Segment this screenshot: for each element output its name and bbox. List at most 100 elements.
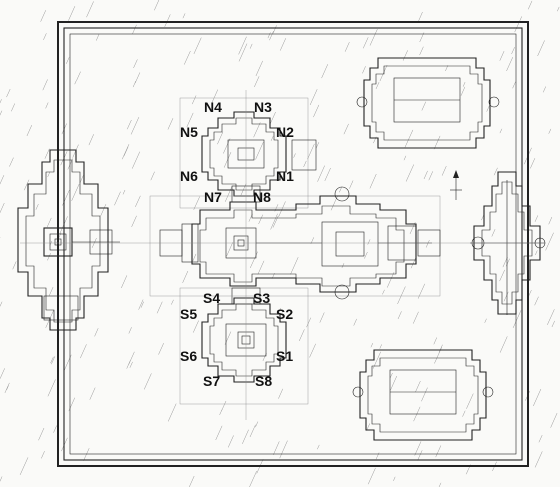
- texture-stroke: [132, 24, 137, 34]
- texture-stroke: [375, 81, 380, 90]
- texture-stroke: [253, 122, 261, 138]
- texture-stroke: [43, 33, 47, 41]
- texture-stroke: [158, 342, 164, 355]
- texture-stroke: [47, 252, 51, 261]
- texture-stroke: [134, 72, 141, 84]
- texture-stroke: [551, 320, 555, 328]
- texture-stroke: [35, 203, 39, 210]
- texture-stroke: [192, 253, 197, 262]
- texture-stroke: [542, 86, 547, 93]
- texture-stroke: [50, 356, 54, 364]
- texture-stroke: [484, 318, 487, 323]
- label-n8: N8: [253, 189, 271, 205]
- texture-stroke: [182, 13, 186, 19]
- texture-stroke: [68, 6, 76, 21]
- texture-stroke: [414, 441, 422, 456]
- texture-stroke: [404, 129, 414, 148]
- texture-stroke: [135, 195, 141, 208]
- northeast-library: [356, 57, 500, 149]
- label-n3: N3: [254, 99, 272, 115]
- texture-stroke: [223, 138, 231, 154]
- texture-stroke: [94, 328, 99, 337]
- texture-stroke: [462, 82, 466, 87]
- texture-stroke: [126, 119, 132, 130]
- texture-stroke: [86, 1, 94, 18]
- texture-stroke: [114, 191, 121, 206]
- texture-stroke: [122, 189, 126, 195]
- texture-stroke: [255, 60, 263, 77]
- texture-stroke: [550, 412, 558, 428]
- texture-stroke: [502, 257, 508, 268]
- texture-stroke: [433, 337, 438, 345]
- texture-stroke: [423, 170, 428, 180]
- texture-stroke: [349, 180, 354, 189]
- texture-stroke: [512, 310, 522, 329]
- texture-stroke: [80, 344, 87, 359]
- texture-stroke: [211, 89, 219, 103]
- texture-stroke: [272, 25, 277, 34]
- label-n2: N2: [276, 124, 294, 140]
- texture-stroke: [506, 56, 514, 72]
- texture-stroke: [319, 312, 325, 323]
- texture-stroke: [344, 41, 350, 52]
- texture-stroke: [121, 144, 130, 160]
- texture-stroke: [4, 382, 10, 394]
- texture-stroke: [249, 424, 256, 438]
- texture-stroke: [362, 66, 366, 74]
- texture-stroke: [45, 102, 49, 109]
- texture-stroke: [462, 410, 466, 417]
- texture-stroke: [26, 124, 33, 137]
- texture-stroke: [130, 116, 140, 135]
- texture-stroke: [51, 356, 56, 365]
- texture-stroke: [6, 385, 9, 390]
- texture-stroke: [379, 64, 388, 82]
- texture-stroke: [438, 482, 442, 487]
- texture-stroke: [324, 167, 331, 182]
- texture-stroke: [191, 95, 197, 105]
- texture-stroke: [167, 118, 174, 130]
- texture-stroke: [293, 153, 296, 158]
- texture-stroke: [133, 59, 138, 69]
- texture-stroke: [534, 215, 539, 222]
- label-s2: S2: [276, 306, 293, 322]
- texture-stroke: [493, 167, 498, 176]
- texture-stroke: [511, 46, 515, 55]
- label-n4: N4: [204, 99, 222, 115]
- texture-stroke: [131, 215, 137, 228]
- texture-stroke: [11, 103, 16, 112]
- texture-stroke: [226, 242, 234, 257]
- texture-stroke: [514, 16, 523, 33]
- texture-stroke: [150, 171, 155, 181]
- texture-stroke: [306, 317, 312, 328]
- texture-stroke: [362, 37, 369, 49]
- texture-stroke: [156, 301, 163, 314]
- texture-stroke: [48, 286, 54, 296]
- texture-stroke: [71, 183, 80, 202]
- texture-stroke: [89, 387, 96, 400]
- texture-stroke: [533, 388, 542, 407]
- texture-stroke: [121, 275, 128, 289]
- label-n5: N5: [180, 124, 198, 140]
- texture-stroke: [123, 146, 129, 157]
- texture-stroke: [0, 368, 5, 379]
- texture-stroke: [76, 71, 81, 81]
- texture-stroke: [386, 271, 395, 288]
- north-arrow-icon: [450, 170, 462, 200]
- texture-stroke: [417, 283, 426, 299]
- texture-stroke: [527, 0, 533, 10]
- texture-stroke: [538, 434, 543, 443]
- texture-stroke: [412, 311, 419, 324]
- texture-stroke: [499, 336, 508, 353]
- texture-stroke: [215, 425, 223, 441]
- texture-stroke: [188, 475, 195, 487]
- texture-stroke: [0, 301, 3, 307]
- texture-stroke: [530, 158, 536, 169]
- texture-stroke: [132, 80, 137, 88]
- texture-stroke: [309, 89, 318, 106]
- texture-stroke: [83, 448, 90, 461]
- texture-stroke: [298, 329, 305, 342]
- texture-stroke: [47, 171, 51, 178]
- enclosure-wall: [57, 21, 529, 467]
